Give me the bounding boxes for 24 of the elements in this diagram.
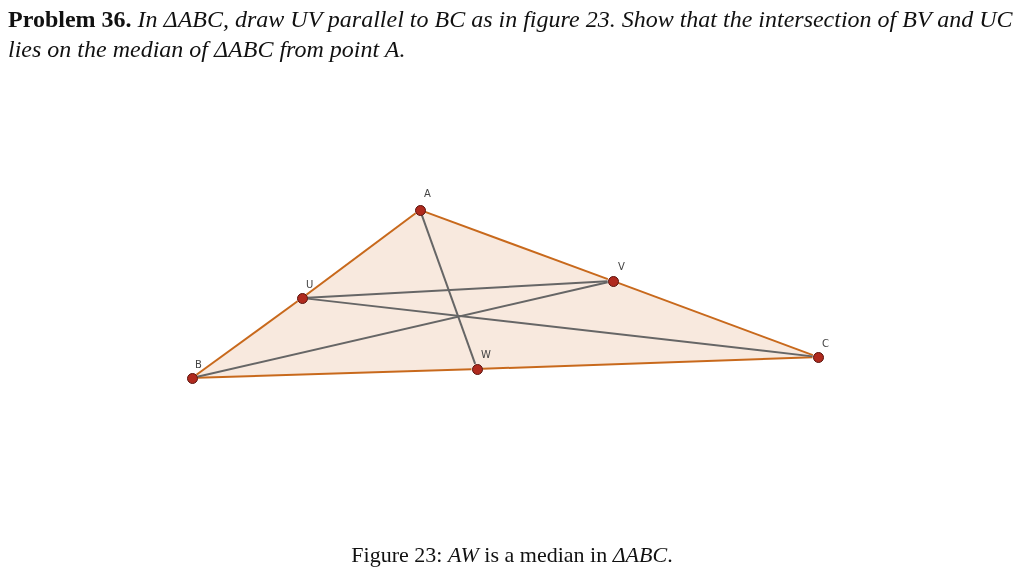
problem-statement: Problem 36. In ΔABC, draw UV parallel to BC as in figure 23. Show that the intersection of BV and UC lies on the median of ΔABC from point A. xyxy=(8,5,1014,64)
line-segment xyxy=(420,214,477,365)
point-marker xyxy=(187,373,198,384)
point-marker xyxy=(472,364,483,375)
line-segment xyxy=(481,356,814,370)
point-marker xyxy=(608,276,619,287)
line-segment xyxy=(306,297,814,358)
point-label: W xyxy=(481,349,491,360)
point-marker xyxy=(813,352,824,363)
point-marker xyxy=(415,205,426,216)
line-segment xyxy=(617,281,814,357)
point-label: B xyxy=(195,359,202,370)
figure-caption: Figure 23: AW is a median in ΔABC. xyxy=(350,542,674,568)
point-label: U xyxy=(306,279,314,290)
line-segment xyxy=(306,280,609,299)
line-segment xyxy=(195,300,299,376)
point-marker xyxy=(297,293,308,304)
point-label: C xyxy=(822,338,829,349)
point-label: V xyxy=(618,261,625,272)
line-segment xyxy=(196,281,609,378)
line-segment xyxy=(196,368,473,379)
point-label: A xyxy=(424,188,431,199)
line-segment xyxy=(424,210,609,281)
line-segment xyxy=(305,212,417,296)
